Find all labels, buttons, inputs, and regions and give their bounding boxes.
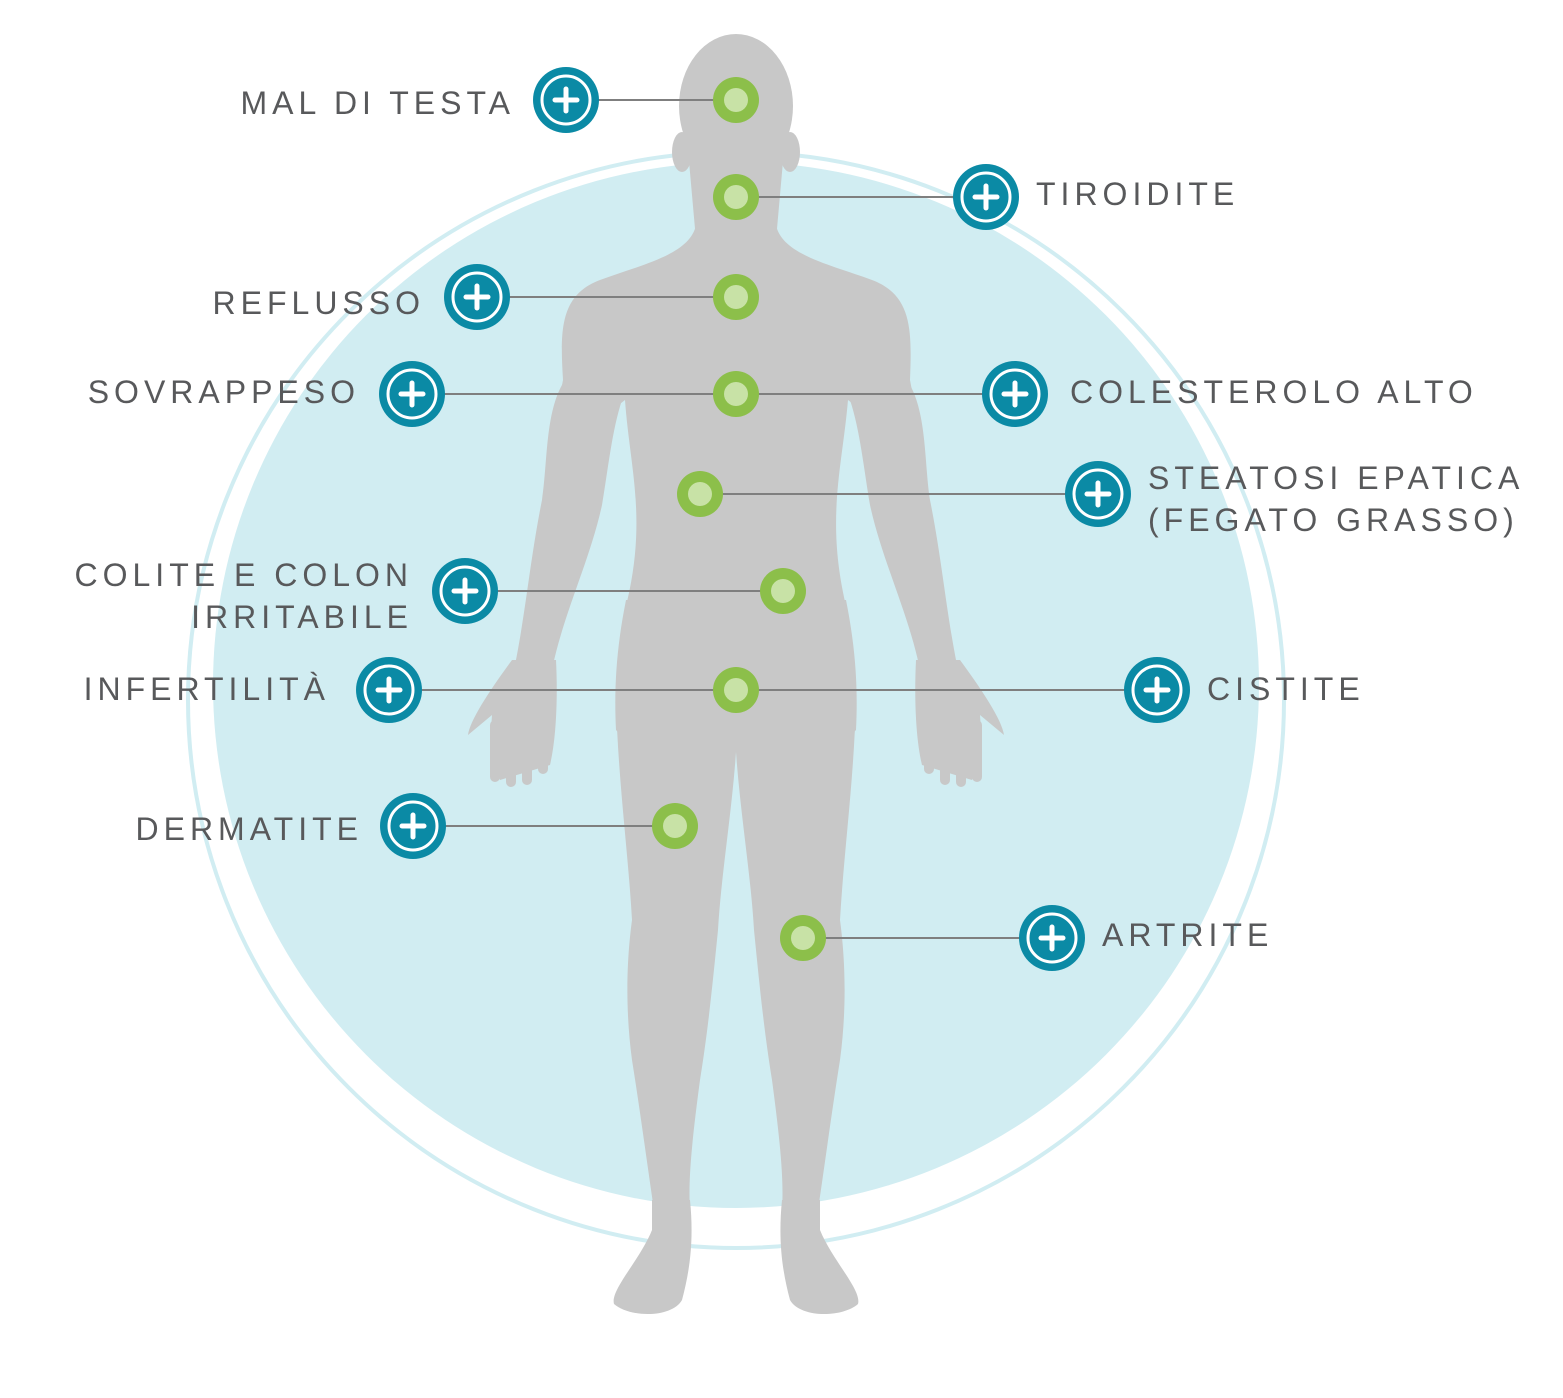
body-point-marker [760, 568, 806, 614]
hotspot-colesterolo-alto-label: COLESTEROLO ALTO [1070, 374, 1478, 410]
plus-icon [463, 283, 491, 311]
hotspot-artrite-label: ARTRITE [1102, 917, 1273, 953]
label-line: IRRITABILE [191, 599, 413, 635]
body-point-marker [713, 174, 759, 220]
label-line: ARTRITE [1102, 917, 1273, 953]
label-line: CISTITE [1207, 671, 1365, 707]
label-line: MAL DI TESTA [240, 85, 515, 121]
body-point-marker [677, 471, 723, 517]
plus-icon [1143, 676, 1171, 704]
body-point-marker [713, 667, 759, 713]
plus-icon [398, 380, 426, 408]
hotspot-infertilita-button[interactable] [356, 657, 422, 723]
plus-icon [1038, 924, 1066, 952]
hotspot-infertilita-label: INFERTILITÀ [84, 671, 330, 707]
hotspot-dermatite-button[interactable] [380, 793, 446, 859]
plus-icon [399, 812, 427, 840]
hotspot-mal-di-testa-button[interactable] [533, 67, 599, 133]
body-point-marker [713, 371, 759, 417]
body-point-marker [652, 803, 698, 849]
hotspot-tiroidite-label: TIROIDITE [1036, 176, 1239, 212]
hotspot-cistite-button[interactable] [1124, 657, 1190, 723]
hotspot-mal-di-testa-label: MAL DI TESTA [240, 85, 515, 121]
human-body-silhouette [468, 34, 1004, 1315]
hotspot-reflusso-button[interactable] [444, 264, 510, 330]
body-point-marker [713, 77, 759, 123]
body-point-marker [713, 274, 759, 320]
plus-icon [1084, 480, 1112, 508]
label-line: SOVRAPPESO [88, 374, 360, 410]
hotspot-dermatite-label: DERMATITE [135, 811, 363, 847]
hotspot-colite-button[interactable] [432, 558, 498, 624]
hotspot-colesterolo-alto-button[interactable] [982, 361, 1048, 427]
label-line: COLESTEROLO ALTO [1070, 374, 1478, 410]
plus-icon [451, 577, 479, 605]
hotspot-steatosi-epatica-label: STEATOSI EPATICA (FEGATO GRASSO) [1148, 460, 1524, 538]
body-point-marker [780, 915, 826, 961]
label-line: TIROIDITE [1036, 176, 1239, 212]
hotspot-sovrappeso-label: SOVRAPPESO [88, 374, 360, 410]
hotspot-sovrappeso-button[interactable] [379, 361, 445, 427]
hotspot-steatosi-epatica-button[interactable] [1065, 461, 1131, 527]
label-line: STEATOSI EPATICA [1148, 460, 1524, 496]
hotspot-colite-label: COLITE E COLON IRRITABILE [75, 557, 414, 635]
plus-icon [375, 676, 403, 704]
hotspot-cistite-label: CISTITE [1207, 671, 1365, 707]
hotspot-artrite-button[interactable] [1019, 905, 1085, 971]
hotspot-reflusso-label: REFLUSSO [213, 285, 425, 321]
label-line: COLITE E COLON [75, 557, 414, 593]
plus-icon [552, 86, 580, 114]
plus-icon [1001, 380, 1029, 408]
label-line: (FEGATO GRASSO) [1148, 502, 1519, 538]
label-line: DERMATITE [135, 811, 363, 847]
plus-icon [972, 183, 1000, 211]
label-line: INFERTILITÀ [84, 671, 330, 707]
hotspot-tiroidite-button[interactable] [953, 164, 1019, 230]
label-line: REFLUSSO [213, 285, 425, 321]
